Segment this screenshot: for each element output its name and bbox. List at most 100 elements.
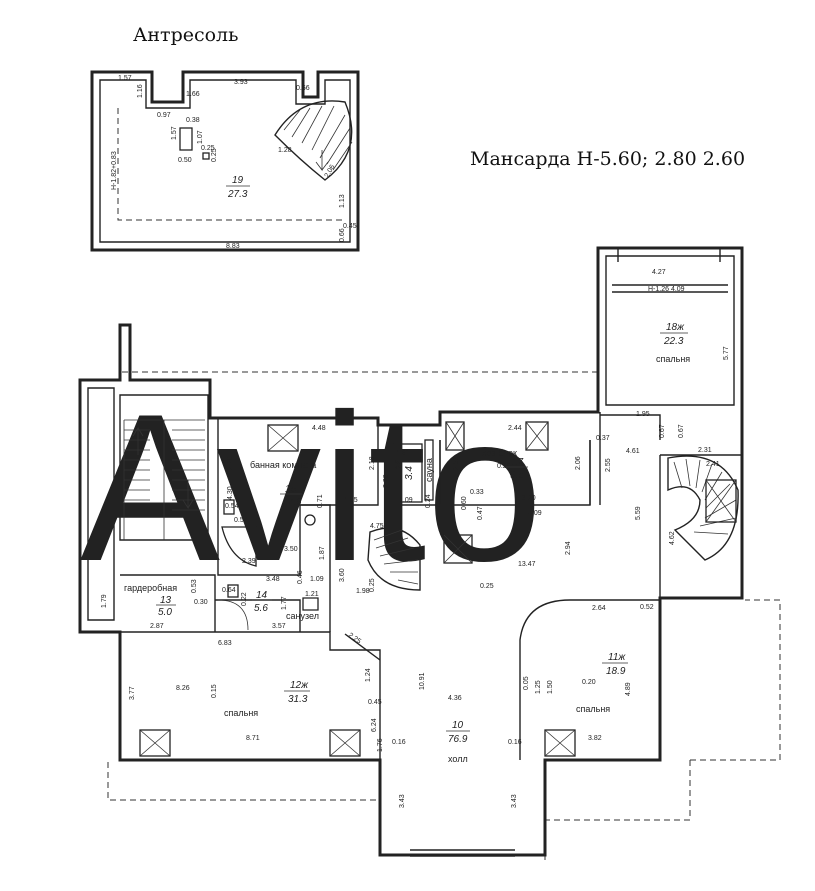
svg-text:9.5: 9.5 — [510, 470, 524, 481]
svg-text:3.4: 3.4 — [404, 466, 415, 480]
svg-text:17: 17 — [512, 457, 524, 468]
dim-label: 1.07 — [197, 130, 204, 144]
dim-label: 6.24 — [371, 718, 378, 732]
dim-label: Н-1.26 4.09 — [648, 286, 685, 293]
dim-label: 2.39 — [242, 558, 256, 565]
svg-text:17.6: 17.6 — [282, 497, 302, 508]
dim-label: 0.15 — [211, 684, 218, 698]
dim-label: 0.97 — [157, 112, 171, 119]
room-12: 12ж 31.3 спальня — [224, 680, 310, 718]
dim-label: 4.89 — [625, 682, 632, 696]
dim-label: 3.20 — [522, 495, 536, 502]
svg-text:гардеробная: гардеробная — [124, 583, 177, 593]
dim-label: 1.13 — [339, 194, 346, 208]
dim-label: 13.47 — [518, 561, 536, 568]
dim-label: 4.27 — [652, 269, 666, 276]
svg-text:16: 16 — [394, 458, 405, 470]
dim-label: 0.30 — [194, 599, 208, 606]
dim-label: 0.33 — [470, 489, 484, 496]
dim-label: 0.37 — [596, 435, 610, 442]
dim-label: 3.77 — [129, 686, 136, 700]
main-floor-plan: 4.27 Н-1.26 4.09 5.77 1.95 0.37 0.67 0.6… — [78, 246, 781, 860]
dim-label: 0.05 — [523, 676, 530, 690]
dim-label: 2.87 — [150, 623, 164, 630]
dim-label: 0.67 — [678, 424, 685, 438]
dim-label: 0.53 — [191, 579, 198, 593]
svg-text:18.9: 18.9 — [606, 666, 626, 677]
dim-label: 8.26 — [176, 685, 190, 692]
dim-label: 0.20 — [497, 463, 511, 470]
svg-text:15: 15 — [285, 484, 297, 495]
dim-label: 0.52 — [640, 604, 654, 611]
dim-label: 2.28 — [383, 474, 390, 488]
dim-label: 0.54 — [225, 503, 239, 510]
dim-label: 3.43 — [399, 794, 406, 808]
dim-label: 0.45 — [343, 223, 357, 230]
svg-text:сауна: сауна — [424, 458, 434, 482]
dim-label: 0.20 — [582, 679, 596, 686]
dim-label: 1.79 — [101, 594, 108, 608]
dim-label: 0.25 — [369, 578, 376, 592]
room-10: 10 76.9 холл — [446, 720, 470, 764]
svg-text:спальня: спальня — [576, 704, 610, 714]
svg-text:11ж: 11ж — [608, 652, 626, 663]
room-13: гардеробная 13 5.0 — [124, 583, 177, 618]
svg-text:10: 10 — [452, 720, 464, 731]
svg-text:спальня: спальня — [224, 708, 258, 718]
svg-text:14: 14 — [256, 590, 268, 601]
dim-label: 1.09 — [310, 576, 324, 583]
dim-label: 0.66 — [296, 85, 310, 92]
dim-label: 0.45 — [368, 699, 382, 706]
antresol-spiral-stair — [274, 100, 353, 181]
dim-label: 1.16 — [137, 84, 144, 98]
dim-label: 0.66 — [339, 228, 346, 242]
hall-spiral-stair — [367, 527, 421, 591]
dim-label: 0.50 — [178, 157, 192, 164]
main-stair — [119, 394, 209, 541]
dim-label: 1.50 — [547, 680, 554, 694]
dim-label: 8.83 — [226, 243, 240, 250]
dim-label: 1.81 — [396, 450, 410, 457]
svg-text:5.6: 5.6 — [254, 603, 268, 614]
dim-label: 2.94 — [565, 541, 572, 555]
room-11: 11ж 18.9 спальня — [576, 652, 628, 714]
watermark: Avito — [80, 370, 543, 605]
dim-label: 1.55 — [344, 497, 358, 504]
room-15: банная комната 15 17.6 — [250, 460, 316, 508]
dim-label: 0.47 — [477, 506, 484, 520]
dim-label: 4.48 — [312, 425, 326, 432]
dim-label: 10.91 — [419, 672, 426, 690]
dim-label: 3.60 — [339, 568, 346, 582]
antresol-plan: 1.57 1.16 1.66 3.93 0.66 0.97 0.38 1.57 … — [90, 70, 360, 252]
svg-text:санузел: санузел — [286, 611, 319, 621]
dim-label: 0.46 — [297, 570, 304, 584]
dim-label: 4.36 — [448, 695, 462, 702]
dim-label: 1.77 — [281, 596, 288, 610]
dim-label: 0.64 — [222, 587, 236, 594]
dim-label: 1.21 — [305, 591, 319, 598]
antresol-title: Антресоль — [133, 24, 239, 46]
mansarda-title: Мансарда Н-5.60; 2.80 2.60 — [470, 148, 746, 170]
dim-label: 3.57 — [272, 623, 286, 630]
dim-label: 0.54 — [234, 517, 248, 524]
room-19-number: 19 — [232, 175, 244, 186]
room-18: 18ж 22.3 спальня — [656, 322, 690, 364]
dim-label: 2.41 — [706, 461, 720, 468]
dim-label: 5.59 — [635, 506, 642, 520]
dim-label: 0.67 — [659, 424, 666, 438]
dim-label: 2.55 — [605, 458, 612, 472]
dim-label: 1.24 — [365, 668, 372, 682]
bedroom-spiral-stair — [667, 455, 739, 561]
svg-text:22.3: 22.3 — [663, 336, 684, 347]
svg-text:12ж: 12ж — [290, 680, 309, 691]
dim-label: 2.06 — [575, 456, 582, 470]
dim-label: 1.87 — [319, 546, 326, 560]
svg-text:холл: холл — [448, 754, 468, 764]
svg-text:5.0: 5.0 — [158, 607, 172, 618]
svg-text:31.3: 31.3 — [288, 694, 308, 705]
dim-label: 5.77 — [723, 346, 730, 360]
svg-text:спальня: спальня — [656, 354, 690, 364]
dim-label: 1.28 — [278, 147, 292, 154]
dim-label: 0.71 — [317, 494, 324, 508]
dim-label: 4.61 — [626, 448, 640, 455]
